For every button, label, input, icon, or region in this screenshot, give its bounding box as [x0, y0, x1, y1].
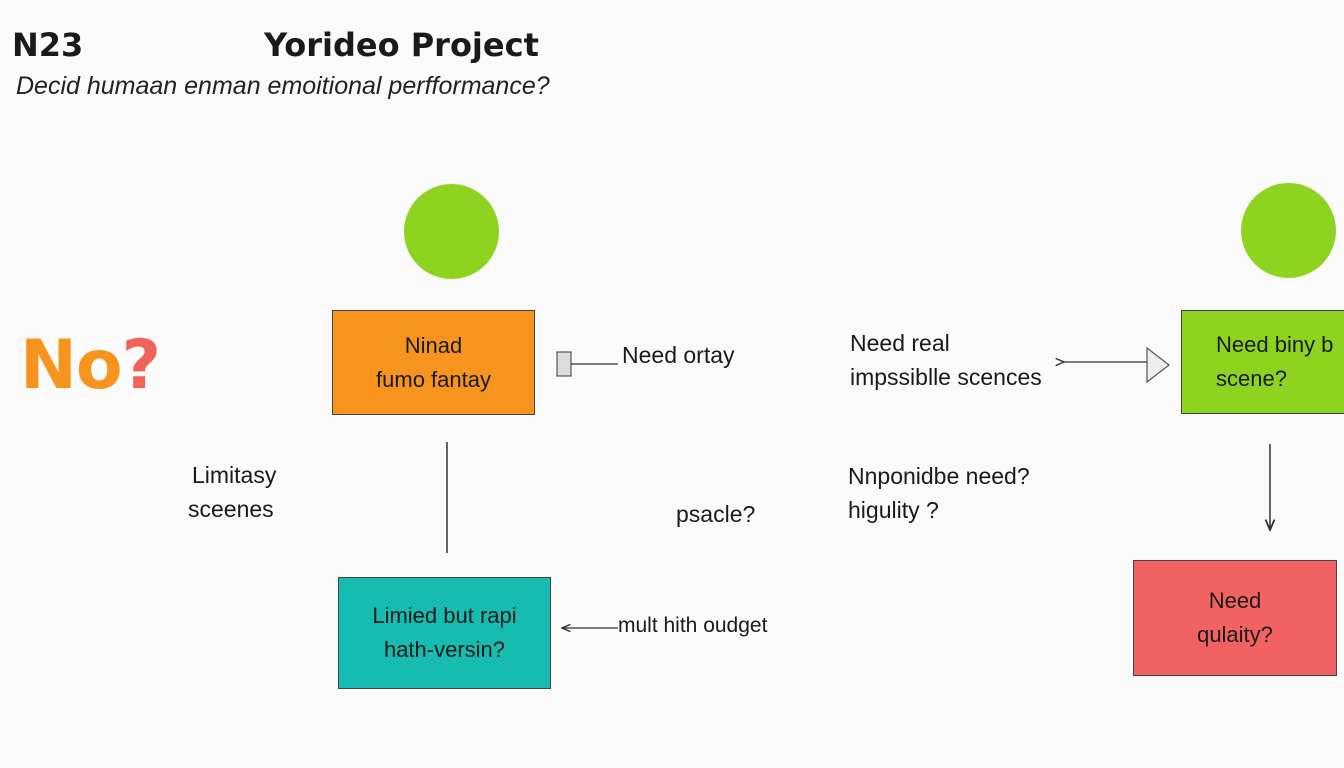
label-mult-hith: mult hith oudget: [618, 614, 768, 637]
label-psacle: psacle?: [676, 501, 756, 527]
teal-box-node: Limied but rapi hath-versin?: [338, 577, 551, 689]
no-text: No: [20, 326, 123, 405]
lime-box-line2: scene?: [1216, 366, 1287, 391]
red-box-node: Need qulaity?: [1133, 560, 1337, 676]
page-subtitle: Decid humaan enman emoitional perfforman…: [16, 72, 550, 100]
label-limitasy: Limitasy sceenes: [188, 458, 276, 526]
small-square-marker: [556, 351, 572, 377]
red-box-line2: qulaity?: [1197, 622, 1273, 647]
page-code: N23: [12, 26, 84, 64]
lime-box-line1: Need biny b: [1216, 332, 1334, 357]
label-nnponidbe-line2: higulity ?: [848, 497, 939, 523]
orange-box-line2: fumo fantay: [376, 366, 491, 392]
page-title: Yorideo Project: [264, 26, 539, 64]
green-circle-right: [1241, 183, 1336, 278]
green-circle-left: [404, 184, 499, 279]
orange-box-node: Ninad fumo fantay: [332, 310, 535, 415]
label-need-real-line1: Need real: [850, 330, 950, 356]
red-box-line1: Need: [1208, 588, 1262, 613]
label-nnponidbe-line1: Nnponidbe need?: [848, 463, 1030, 489]
label-need-ortay: Need ortay: [622, 342, 735, 368]
teal-box-line2: hath-versin?: [383, 637, 506, 662]
teal-box-line1: Limied but rapi: [372, 603, 517, 628]
label-limitasy-line1: Limitasy: [192, 462, 277, 488]
label-nnponidbe: Nnponidbe need? higulity ?: [848, 459, 1030, 527]
label-limitasy-line2: sceenes: [188, 496, 274, 522]
orange-box-line1: Ninad: [404, 332, 463, 358]
label-need-real-line2: impssiblle scences: [850, 364, 1042, 390]
arrowhead-outline: [1146, 346, 1170, 384]
no-label: No?: [20, 326, 161, 405]
label-need-real: Need real impssiblle scences: [850, 326, 1042, 394]
no-question-mark: ?: [121, 326, 161, 405]
lime-box-node: Need biny b scene?: [1181, 310, 1344, 414]
